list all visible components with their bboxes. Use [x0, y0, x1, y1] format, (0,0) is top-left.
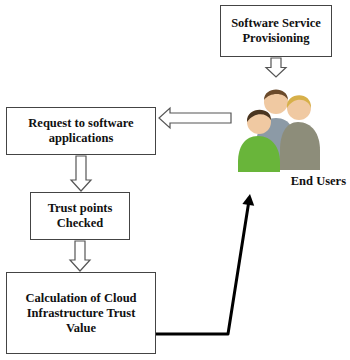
node-label: Software Service Provisioning [226, 16, 326, 46]
hollow-arrow [71, 156, 91, 191]
hollow-arrow [70, 241, 90, 271]
node-label: End Users [291, 174, 346, 189]
process-box: Calculation of Cloud Infrastructure Trus… [6, 272, 156, 354]
node-label: Trust points Checked [36, 201, 124, 231]
return-arrow [156, 194, 254, 334]
process-box: Software Service Provisioning [220, 5, 332, 57]
end-users-figure: End Users [232, 78, 346, 192]
people-icon [232, 78, 324, 172]
process-box: Request to software applications [6, 107, 156, 155]
node-label: Request to software applications [12, 116, 150, 146]
process-box: Trust points Checked [30, 192, 130, 240]
hollow-arrow [159, 108, 231, 128]
node-label: Calculation of Cloud Infrastructure Trus… [12, 291, 150, 336]
hollow-arrow [266, 58, 286, 77]
